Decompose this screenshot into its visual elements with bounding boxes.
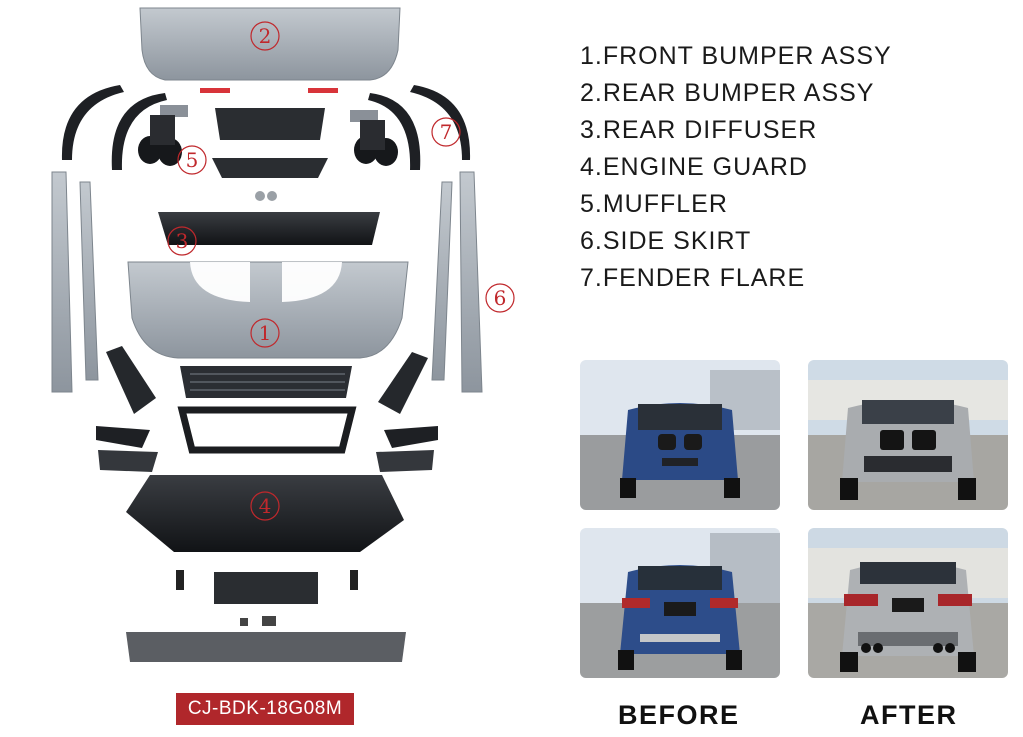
muffler-left-part [138,105,188,166]
license-plate-bracket-part [214,572,318,604]
front-bumper-grille-opening-right [282,262,342,302]
callout-2: 2 [250,21,280,51]
fog-mesh-left-part [98,450,158,472]
rear-bumper-part [139,7,401,81]
fender-flare-left-outer [61,85,124,160]
callout-6: 6 [485,283,515,313]
air-duct-right-part [378,352,428,414]
callout-7: 7 [431,117,461,147]
after-rear-photo [808,528,1008,678]
fender-flare-right-outer [410,85,471,160]
front-lower-trim-part [177,406,357,454]
svg-text:4: 4 [259,494,272,518]
parts-diagram-illustration: 2 7 5 3 6 1 4 [51,7,515,662]
sensor-part [350,570,358,590]
before-caption: BEFORE [618,700,740,730]
parts-list-item: 5.MUFFLER [580,190,728,218]
before-front-photo [580,360,780,510]
rear-reflector-left [200,88,230,93]
front-bumper-grille-opening-left [190,262,250,302]
fender-flare-right-inner [368,93,421,170]
side-skirt-right-outer [459,171,483,393]
fog-trim-right-part [384,426,438,448]
parts-list-item: 6.SIDE SKIRT [580,227,752,255]
callout-5: 5 [177,145,207,175]
svg-text:6: 6 [494,286,507,310]
svg-text:5: 5 [186,148,199,172]
svg-text:7: 7 [440,120,453,144]
after-front-photo [808,360,1008,510]
rear-bracket-part [215,108,325,140]
front-bumper-part [127,261,409,359]
parts-list-item: 3.REAR DIFFUSER [580,116,818,144]
fender-flare-left-inner [111,93,167,170]
svg-text:1: 1 [259,321,272,345]
front-grille-mesh [190,373,345,391]
parts-list: 1.FRONT BUMPER ASSY 2.REAR BUMPER ASSY 3… [580,38,892,297]
svg-text:3: 3 [176,229,189,253]
before-rear-photo [580,528,780,678]
side-skirt-right-inner [431,181,453,381]
fog-mesh-right-part [376,450,434,472]
parts-list-item: 7.FENDER FLARE [580,264,806,292]
sensor-part [176,570,184,590]
after-caption: AFTER [860,700,958,730]
muffler-right-part [350,110,398,166]
small-clip-part [240,618,248,626]
rear-lower-bracket-part [212,158,328,178]
bumper-absorber-part [126,632,406,662]
callout-3: 3 [167,226,197,256]
parts-diagram: 2 7 5 3 6 1 4 [0,0,520,700]
rear-reflector-right [308,88,338,93]
engine-guard-part [126,475,404,552]
callout-4: 4 [250,491,280,521]
callout-1: 1 [250,318,280,348]
model-code-badge: CJ-BDK-18G08M [176,693,354,725]
side-skirt-left-outer [51,171,73,393]
clip-part [255,191,265,201]
rear-diffuser-part [158,212,380,245]
air-duct-left-part [106,346,156,414]
clip-part [267,191,277,201]
parts-list-item: 4.ENGINE GUARD [580,153,808,181]
fog-trim-left-part [96,426,150,448]
parts-list-item: 1.FRONT BUMPER ASSY [580,42,892,70]
parts-list-item: 2.REAR BUMPER ASSY [580,79,875,107]
svg-text:2: 2 [259,24,272,48]
small-clip-part [262,616,276,626]
side-skirt-left-inner [79,181,99,381]
